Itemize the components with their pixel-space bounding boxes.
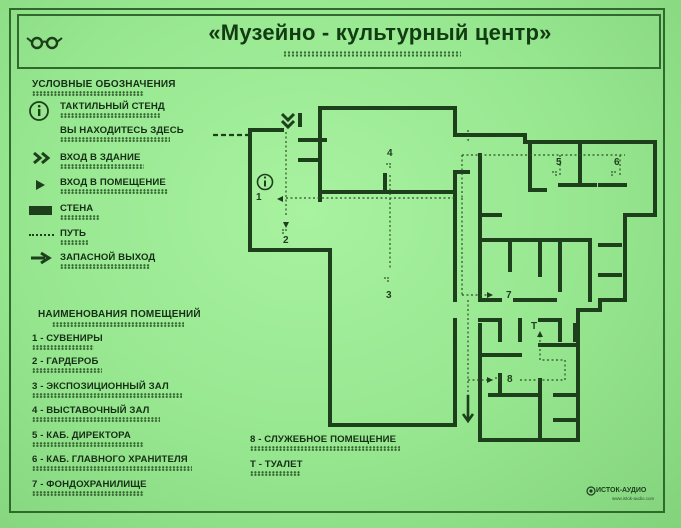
legend-braille-wall bbox=[60, 215, 100, 220]
map-label-3: 3 bbox=[386, 290, 392, 301]
legend-braille-stand bbox=[60, 113, 160, 118]
map-label-7: 7 bbox=[506, 290, 512, 301]
room-entrance-arrow bbox=[537, 331, 543, 337]
room-list-item-4: 4 - ВЫСТАВОЧНЫЙ ЗАЛ bbox=[32, 405, 150, 416]
map-info-icon bbox=[256, 173, 274, 191]
room-braille-7 bbox=[32, 491, 144, 496]
room-list-item-8: 8 - СЛУЖЕБНОЕ ПОМЕЩЕНИЕ bbox=[250, 434, 397, 445]
room-braille-1 bbox=[32, 345, 94, 350]
legend-label-room-entrance: ВХОД В ПОМЕЩЕНИЕ bbox=[60, 177, 166, 188]
rooms-heading: НАИМЕНОВАНИЯ ПОМЕЩЕНИЙ bbox=[38, 309, 201, 320]
legend-heading-braille bbox=[32, 91, 144, 96]
map-label-1: 1 bbox=[256, 192, 262, 203]
map-label-6: 6 bbox=[614, 157, 620, 168]
legend-label-exit: ЗАПАСНОЙ ВЫХОД bbox=[60, 252, 156, 263]
path-line bbox=[520, 335, 566, 381]
path-line bbox=[467, 130, 470, 141]
double-chevron-icon bbox=[33, 151, 51, 165]
room-list-item-toilet: Т - ТУАЛЕТ bbox=[250, 459, 303, 470]
room-list-item-1: 1 - СУВЕНИРЫ bbox=[32, 333, 103, 344]
room-braille-toilet bbox=[250, 471, 300, 476]
wall-bar-icon bbox=[29, 206, 52, 215]
title-box bbox=[17, 14, 661, 69]
map-label-2: 2 bbox=[283, 235, 289, 246]
logo-icon bbox=[586, 486, 596, 496]
title-braille bbox=[283, 51, 461, 57]
room-list-item-6: 6 - КАБ. ГЛАВНОГО ХРАНИТЕЛЯ bbox=[32, 454, 188, 465]
wall bbox=[248, 128, 457, 427]
room-braille-2 bbox=[32, 368, 102, 373]
room-braille-4 bbox=[32, 417, 160, 422]
logo-name: ИСТОК-АУДИО bbox=[596, 487, 647, 494]
legend-braille-room-entrance bbox=[60, 189, 168, 194]
room-braille-5 bbox=[32, 442, 144, 447]
page-title: «Музейно - культурный центр» bbox=[208, 20, 552, 45]
legend-braille-path bbox=[60, 240, 88, 245]
room-entrance-arrow bbox=[277, 196, 283, 202]
map-label-toilet: Т bbox=[531, 321, 538, 332]
sign-frame bbox=[9, 8, 665, 513]
room-braille-3 bbox=[32, 393, 182, 398]
room-entrance-arrow bbox=[283, 222, 289, 228]
exit-arrow-icon bbox=[31, 251, 52, 265]
room-list-item-3: 3 - ЭКСПОЗИЦИОННЫЙ ЗАЛ bbox=[32, 381, 169, 392]
legend-label-path: ПУТЬ bbox=[60, 228, 87, 239]
wall bbox=[528, 143, 547, 192]
legend-label-stand: ТАКТИЛЬНЫЙ СТЕНД bbox=[60, 101, 165, 112]
info-icon bbox=[29, 101, 49, 121]
dotted-path-icon bbox=[29, 234, 54, 236]
room-braille-6 bbox=[32, 466, 192, 471]
glasses-icon bbox=[26, 36, 63, 50]
legend-label-entrance: ВХОД В ЗДАНИЕ bbox=[60, 152, 141, 163]
entrance-chevron-icon bbox=[280, 112, 296, 130]
room-entrance-arrow bbox=[487, 292, 493, 298]
legend-label-here: ВЫ НАХОДИТЕСЬ ЗДЕСЬ bbox=[60, 125, 184, 136]
map-label-4: 4 bbox=[387, 148, 393, 159]
legend-heading: УСЛОВНЫЕ ОБОЗНАЧЕНИЯ bbox=[32, 79, 176, 90]
legend-braille-exit bbox=[60, 264, 150, 269]
single-arrow-icon bbox=[36, 180, 45, 190]
map-label-8: 8 bbox=[507, 374, 513, 385]
room-list-item-7: 7 - ФОНДОХРАНИЛИЩЕ bbox=[32, 479, 147, 490]
map-label-5: 5 bbox=[556, 157, 562, 168]
room-braille-8 bbox=[250, 446, 400, 451]
emergency-exit-arrow bbox=[461, 395, 475, 424]
room-list-item-2: 2 - ГАРДЕРОБ bbox=[32, 356, 99, 367]
room-list-item-5: 5 - КАБ. ДИРЕКТОРА bbox=[32, 430, 131, 441]
rooms-heading-braille bbox=[52, 322, 184, 327]
legend-braille-entrance bbox=[60, 164, 144, 169]
room-entrance-arrow bbox=[487, 377, 493, 383]
legend-label-wall: СТЕНА bbox=[60, 203, 94, 214]
legend-braille-here bbox=[60, 137, 170, 142]
logo-sub: www.istok-audio.com bbox=[612, 496, 655, 501]
